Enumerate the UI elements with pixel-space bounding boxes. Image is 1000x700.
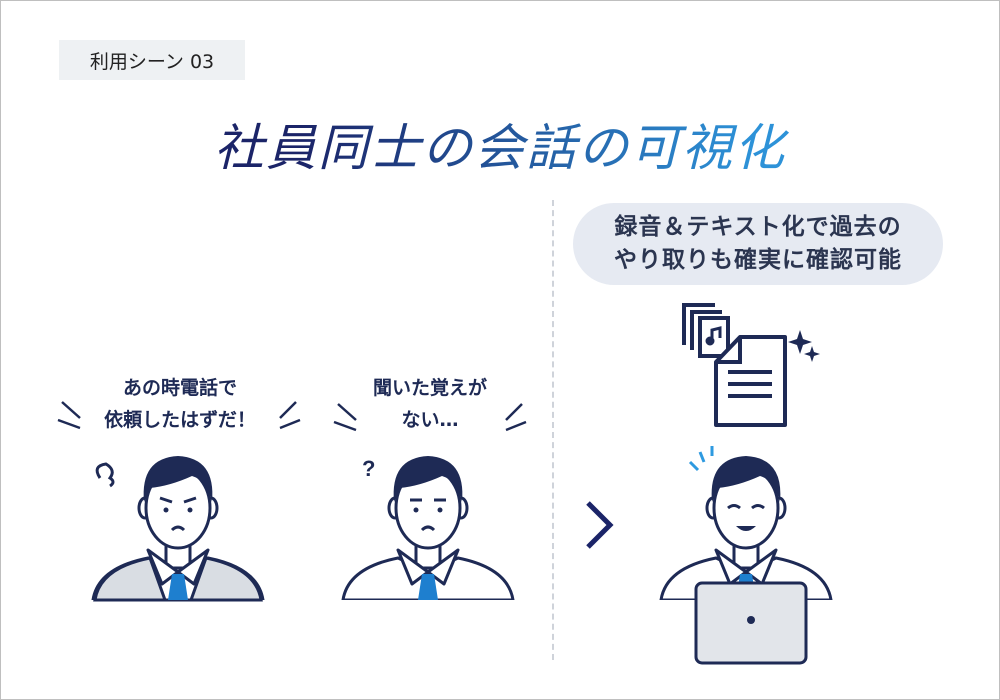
emphasis-lines-middle bbox=[333, 403, 527, 432]
speech-left-line-2: 依頼したはずだ！ bbox=[104, 409, 256, 431]
audio-transcript-document-icon bbox=[682, 303, 787, 427]
angry-person-icon bbox=[93, 456, 263, 602]
speech-middle: 聞いた覚えが ない… bbox=[330, 372, 530, 436]
confused-person-icon: ? bbox=[343, 456, 513, 600]
laptop-icon bbox=[694, 581, 808, 665]
page-title: 社員同士の会話の可視化 bbox=[0, 108, 1000, 180]
arrow-right-icon bbox=[495, 501, 614, 549]
speech-left: あの時電話で 依頼したはずだ！ bbox=[60, 372, 300, 436]
scene-tag: 利用シーン 03 bbox=[59, 40, 245, 80]
sparkle-icon bbox=[788, 330, 820, 362]
speech-left-line-1: あの時電話で bbox=[122, 377, 237, 399]
emphasis-lines-left bbox=[57, 401, 301, 430]
speech-middle-line-2: ない… bbox=[401, 409, 459, 431]
benefit-line-2: やり取りも確実に確認可能 bbox=[614, 247, 902, 273]
speech-middle-line-1: 聞いた覚えが bbox=[372, 377, 487, 399]
dashed-divider bbox=[552, 200, 554, 660]
benefit-line-1: 録音＆テキスト化で過去の bbox=[614, 214, 902, 240]
benefit-bubble: 録音＆テキスト化で過去の やり取りも確実に確認可能 bbox=[573, 203, 943, 285]
happy-person-icon bbox=[661, 446, 831, 600]
svg-text:?: ? bbox=[362, 456, 375, 481]
